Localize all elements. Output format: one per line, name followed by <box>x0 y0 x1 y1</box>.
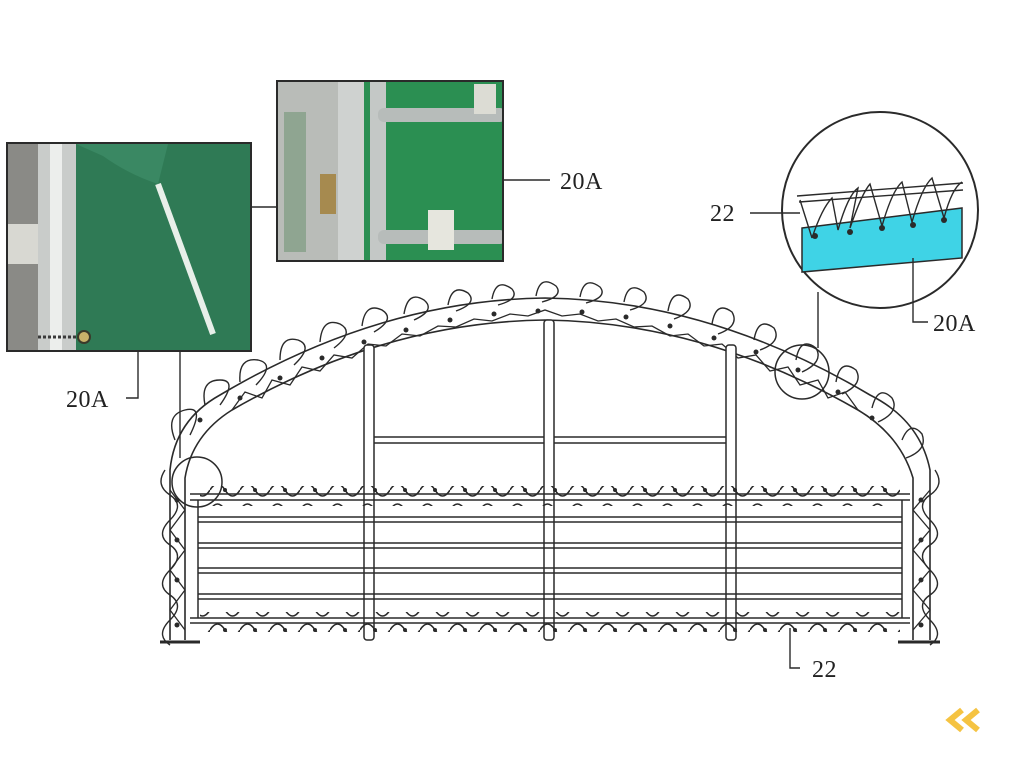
detail-magnifier <box>750 111 979 323</box>
vertical-posts <box>363 319 737 641</box>
photo-left-tarp <box>6 142 252 352</box>
double-chevron-left-icon[interactable] <box>944 706 984 734</box>
detail-circle-right-marker <box>774 344 830 400</box>
bottom-rail-lacing <box>200 612 900 632</box>
detail-circle-left-marker <box>171 456 223 508</box>
label-left-photo: 20A <box>66 387 109 413</box>
label-detail-sheet: 20A <box>933 311 976 337</box>
upper-panel-frame <box>374 436 726 444</box>
lacing-dots <box>174 308 924 628</box>
label-detail-lace: 22 <box>710 201 735 227</box>
photo-top-tarp <box>276 80 504 262</box>
label-top-photo: 20A <box>560 169 603 195</box>
top-rail-lacing <box>200 486 900 506</box>
arch-lacing <box>160 281 940 646</box>
cover-sheet-20a <box>801 207 963 273</box>
label-bottom-lace: 22 <box>812 657 837 683</box>
